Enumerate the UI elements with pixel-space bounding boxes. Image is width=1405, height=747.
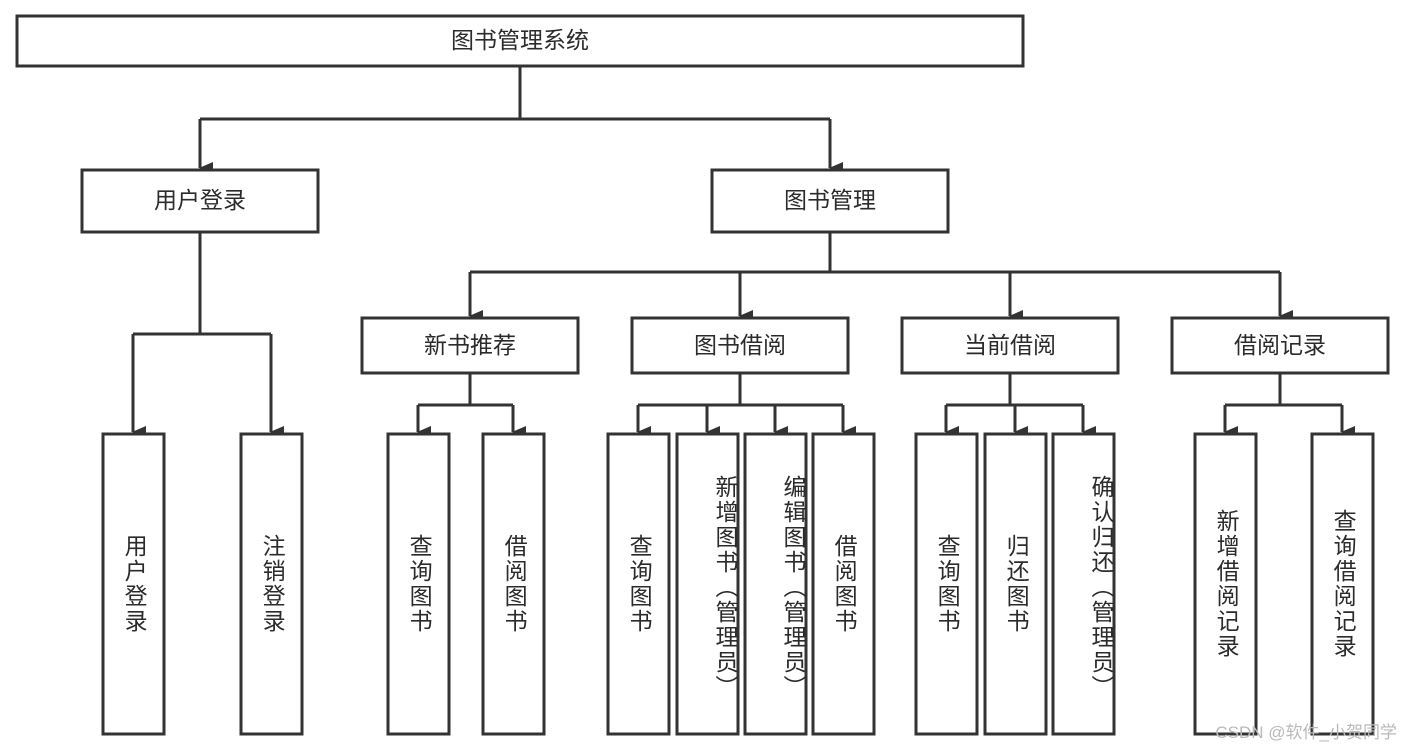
node-box-leaf-query-borrow-record[interactable] [1310,432,1375,736]
node-leaf-borrow-book[interactable] [813,434,874,734]
node-leaf-edit-book-admin[interactable] [745,434,806,734]
node-box-leaf-user-logout[interactable] [239,432,304,736]
node-box-leaf-query-book-recommend[interactable] [386,432,451,736]
node-leaf-query-book-borrow[interactable] [608,434,669,734]
node-box-leaf-return-book[interactable] [983,432,1048,736]
node-borrow-record[interactable] [1172,318,1388,373]
node-box-root[interactable] [15,14,1025,68]
node-box-book-management[interactable] [710,168,950,234]
node-leaf-query-book-current[interactable] [916,434,977,734]
node-leaf-add-borrow-record[interactable] [1195,434,1256,734]
node-box-new-book-recommend[interactable] [360,316,580,375]
node-box-leaf-confirm-return-admin[interactable] [1051,432,1116,736]
connector-lines [131,66,1355,438]
node-leaf-add-book-admin[interactable] [677,434,738,734]
node-box-leaf-query-book-borrow[interactable] [606,432,671,736]
node-leaf-query-borrow-record[interactable] [1312,434,1373,734]
node-leaf-user-login[interactable] [103,434,164,734]
node-new-book-recommend[interactable] [362,318,578,373]
node-leaf-return-book[interactable] [985,434,1046,734]
node-box-leaf-query-book-current[interactable] [914,432,979,736]
node-box-current-borrow[interactable] [900,316,1120,375]
node-box-leaf-borrow-book[interactable] [811,432,876,736]
node-current-borrow[interactable] [902,318,1118,373]
node-boxes [15,14,1390,736]
node-root[interactable] [17,16,1023,66]
node-box-leaf-add-book-admin[interactable] [675,432,740,736]
node-leaf-borrow-book-recommend[interactable] [483,434,544,734]
node-box-leaf-user-login[interactable] [101,432,166,736]
node-user-login[interactable] [82,170,318,232]
node-leaf-query-book-recommend[interactable] [388,434,449,734]
node-box-leaf-borrow-book-recommend[interactable] [481,432,546,736]
node-box-leaf-add-borrow-record[interactable] [1193,432,1258,736]
node-book-management[interactable] [712,170,948,232]
node-book-borrow[interactable] [632,318,848,373]
node-box-book-borrow[interactable] [630,316,850,375]
node-leaf-confirm-return-admin[interactable] [1053,434,1114,734]
watermark-text: CSDN @软件_小贺同学 [1215,723,1397,742]
node-box-borrow-record[interactable] [1170,316,1390,375]
node-box-leaf-edit-book-admin[interactable] [743,432,808,736]
node-box-user-login[interactable] [80,168,320,234]
node-leaf-user-logout[interactable] [241,434,302,734]
